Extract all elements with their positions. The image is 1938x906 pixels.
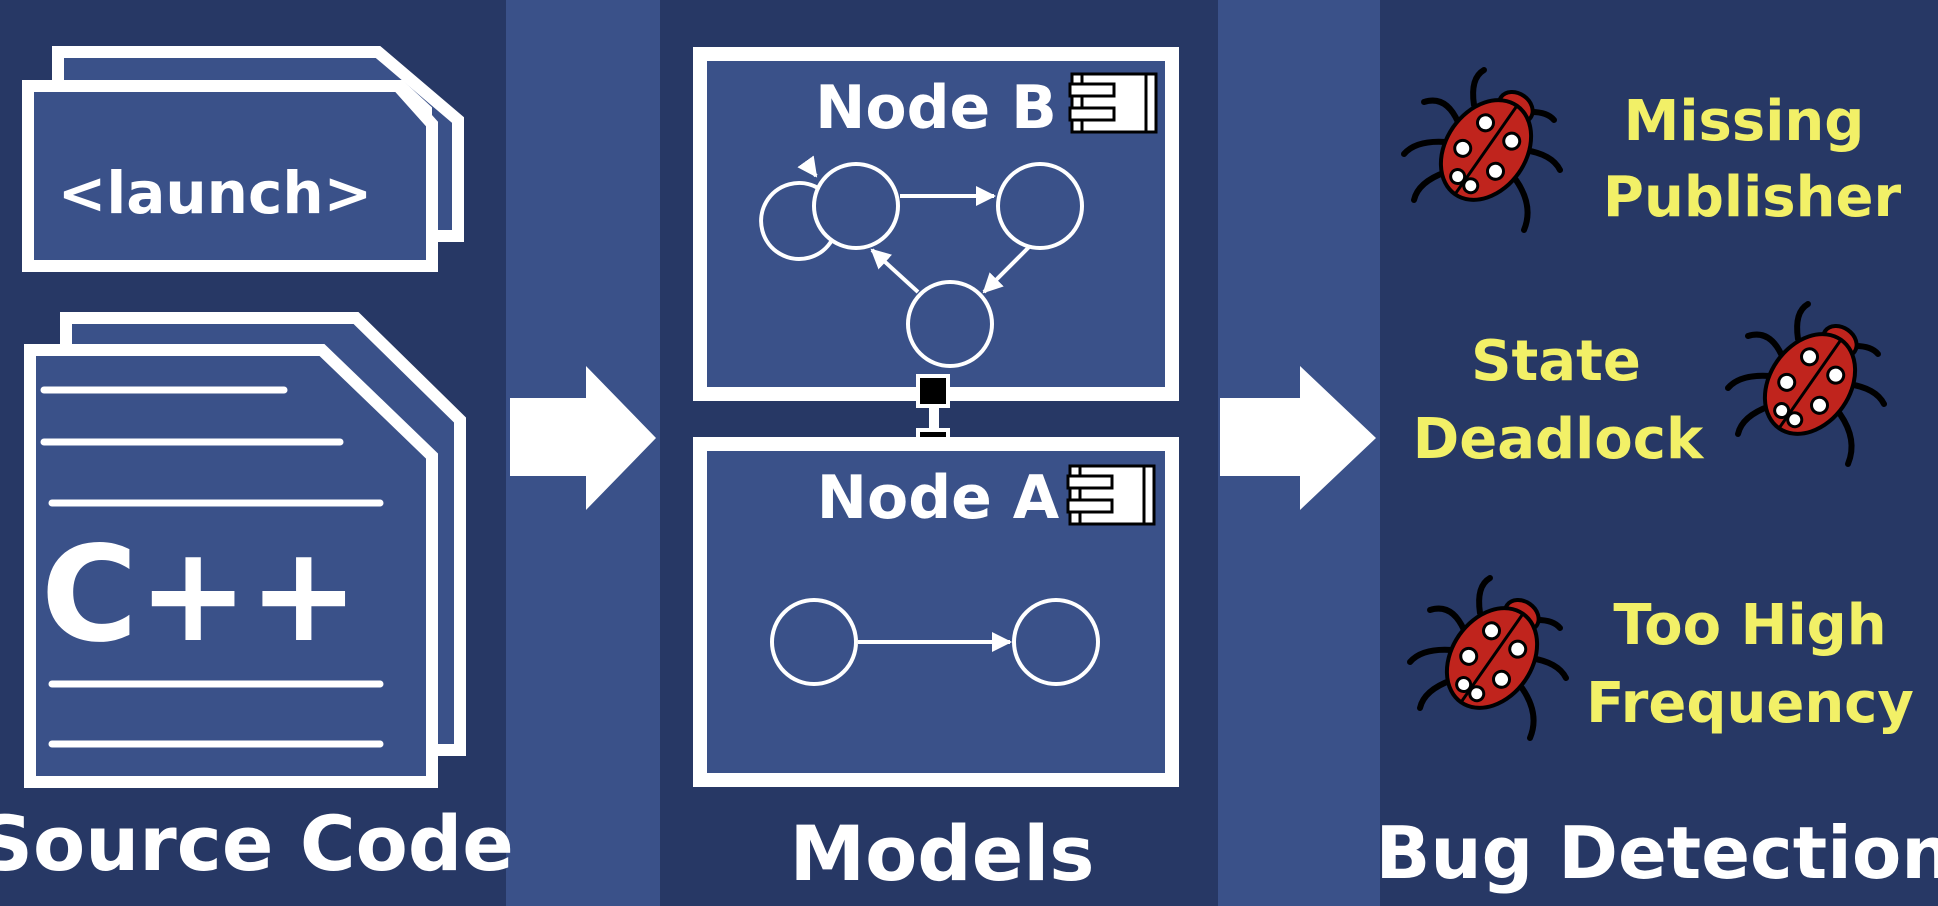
transition-arrow — [870, 248, 920, 294]
node-a-label: Node A — [817, 463, 1060, 533]
bug-label-line2: Publisher — [1603, 165, 1902, 230]
launch-label: <launch> — [58, 159, 372, 227]
node-a-state-machine — [770, 598, 1100, 686]
bug-detection-panel: Missing Publisher State Deadlock Too Hig… — [1375, 0, 1938, 906]
bug-label-line2: Frequency — [1586, 671, 1914, 736]
uml-component-icon — [1068, 72, 1158, 134]
transition-arrow — [982, 244, 1032, 294]
node-b-label: Node B — [815, 73, 1057, 143]
source-code-panel: <launch> C++ Source Code — [0, 0, 514, 906]
right-arrow-icon — [510, 366, 656, 510]
bug-label-line1: Too High — [1613, 593, 1886, 658]
state-circle — [996, 162, 1084, 250]
source-code-title: Source Code — [0, 799, 514, 888]
state-circle — [770, 598, 858, 686]
bug-label-line1: Missing — [1624, 89, 1865, 154]
launch-file-icon — [22, 46, 464, 272]
state-circle — [812, 162, 900, 250]
right-arrow-icon — [1220, 366, 1376, 510]
cpp-label: C++ — [41, 518, 359, 672]
state-circle — [1012, 598, 1100, 686]
self-loop — [759, 180, 834, 261]
bug-detection-title: Bug Detection — [1375, 811, 1938, 895]
bug-label-line2: Deadlock — [1413, 407, 1705, 472]
models-panel: Node B Node A Models — [660, 0, 1218, 906]
cpp-file-icon — [24, 312, 466, 788]
state-circle — [906, 280, 994, 368]
models-title: Models — [789, 809, 1094, 898]
bug-label-line1: State — [1471, 329, 1641, 394]
code-lines — [40, 386, 384, 748]
uml-component-icon — [1066, 464, 1156, 526]
node-b-state-machine — [759, 155, 1084, 368]
